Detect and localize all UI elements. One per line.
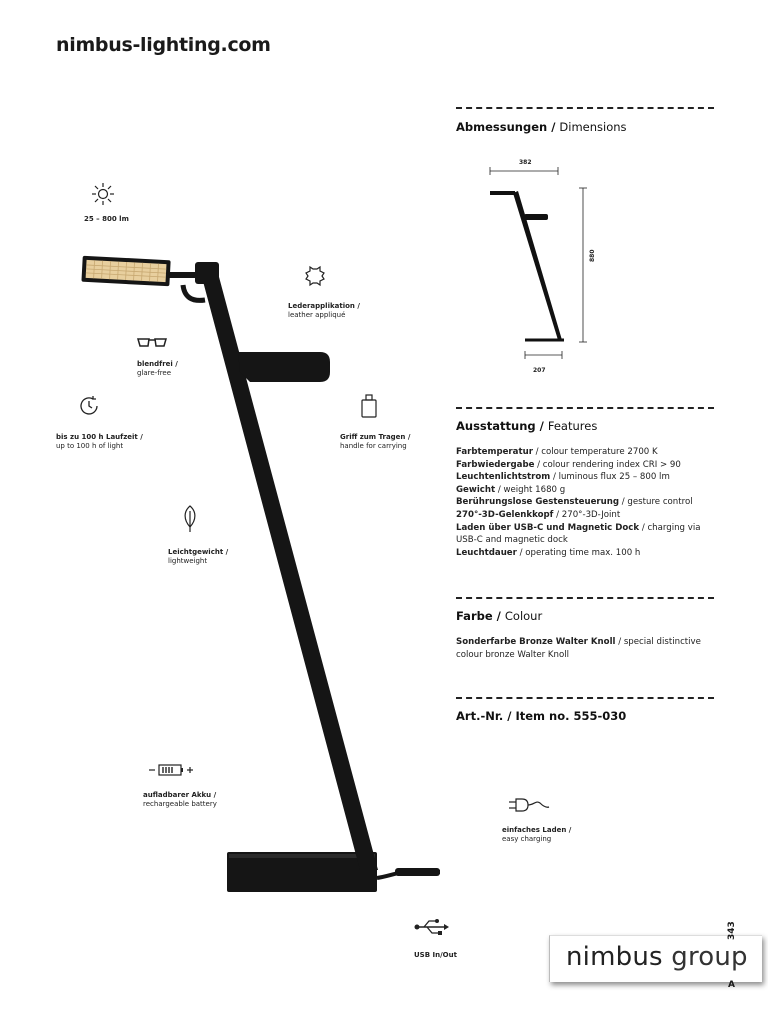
leather-label-en: leather appliqué (288, 311, 346, 319)
sun-icon (92, 183, 114, 205)
spec-line: USB-C and magnetic dock (456, 535, 568, 546)
logo-box (549, 935, 762, 982)
bag-handle-icon (361, 394, 377, 418)
page-number: 343 (727, 921, 737, 940)
lumen-label: 25 – 800 lm (84, 215, 129, 223)
divider (456, 697, 714, 699)
weight-label-de: Leichtgewicht / (168, 548, 229, 556)
spec-line: Laden über USB-C und Magnetic Dock / cha… (456, 522, 701, 533)
spec-line: Gewicht / weight 1680 g (456, 484, 566, 495)
charging-label-de: einfaches Laden / (502, 826, 572, 834)
features-heading: Ausstattung / Features (456, 419, 598, 433)
spec-line: 270°-3D-Gelenkkopf / 270°-3D-Joint (456, 509, 621, 520)
lamp-illustration (81, 255, 440, 892)
usb-icon (414, 918, 450, 936)
spec-line: Leuchtenlichtstrom / luminous flux 25 – … (456, 472, 670, 483)
dimensions-heading: Abmessungen / Dimensions (456, 120, 627, 134)
divider (456, 107, 714, 109)
handle-label-en: handle for carrying (340, 442, 407, 450)
colour-heading: Farbe / Colour (456, 609, 543, 623)
clock-refresh-icon (78, 395, 100, 417)
page-letter: A (728, 980, 735, 990)
colour-text: Sonderfarbe Bronze Walter Knoll / specia… (456, 637, 701, 660)
features-list: Farbtemperatur / colour temperature 2700… (456, 446, 726, 559)
battery-label-de: aufladbarer Akku / (143, 791, 217, 799)
nimbus-group-logo: nimbus group (566, 942, 748, 972)
spec-line: Leuchtdauer / operating time max. 100 h (456, 547, 641, 558)
glare-label-de: blendfrei / (137, 360, 178, 368)
site-url: nimbus-lighting.com (56, 34, 271, 56)
spec-line: Berührungslose Gestensteuerung / gesture… (456, 497, 693, 508)
plug-icon (508, 796, 550, 814)
leather-icon (304, 265, 326, 287)
dim-width: 382 (519, 159, 532, 166)
spec-line: Farbwiedergabe / colour rendering index … (456, 459, 681, 470)
glare-label-en: glare-free (137, 369, 172, 377)
dim-base: 207 (533, 367, 546, 374)
weight-label-en: lightweight (168, 557, 208, 565)
battery-label-en: rechargeable battery (143, 800, 217, 808)
battery-icon (148, 763, 196, 777)
handle-label-de: Griff zum Tragen / (340, 433, 411, 441)
charging-label-en: easy charging (502, 835, 552, 843)
runtime-label-de: bis zu 100 h Laufzeit / (56, 433, 143, 441)
glasses-icon (137, 336, 167, 350)
usb-label: USB In/Out (414, 951, 457, 959)
dimension-drawing (489, 167, 587, 359)
feather-icon (182, 505, 198, 533)
runtime-label-en: up to 100 h of light (56, 442, 124, 450)
spec-line: Farbtemperatur / colour temperature 2700… (456, 447, 658, 457)
divider (456, 407, 714, 409)
article-number: Art.-Nr. / Item no. 555-030 (456, 709, 627, 723)
leather-label-de: Lederapplikation / (288, 302, 360, 310)
dim-height: 880 (589, 249, 596, 262)
divider (456, 597, 714, 599)
